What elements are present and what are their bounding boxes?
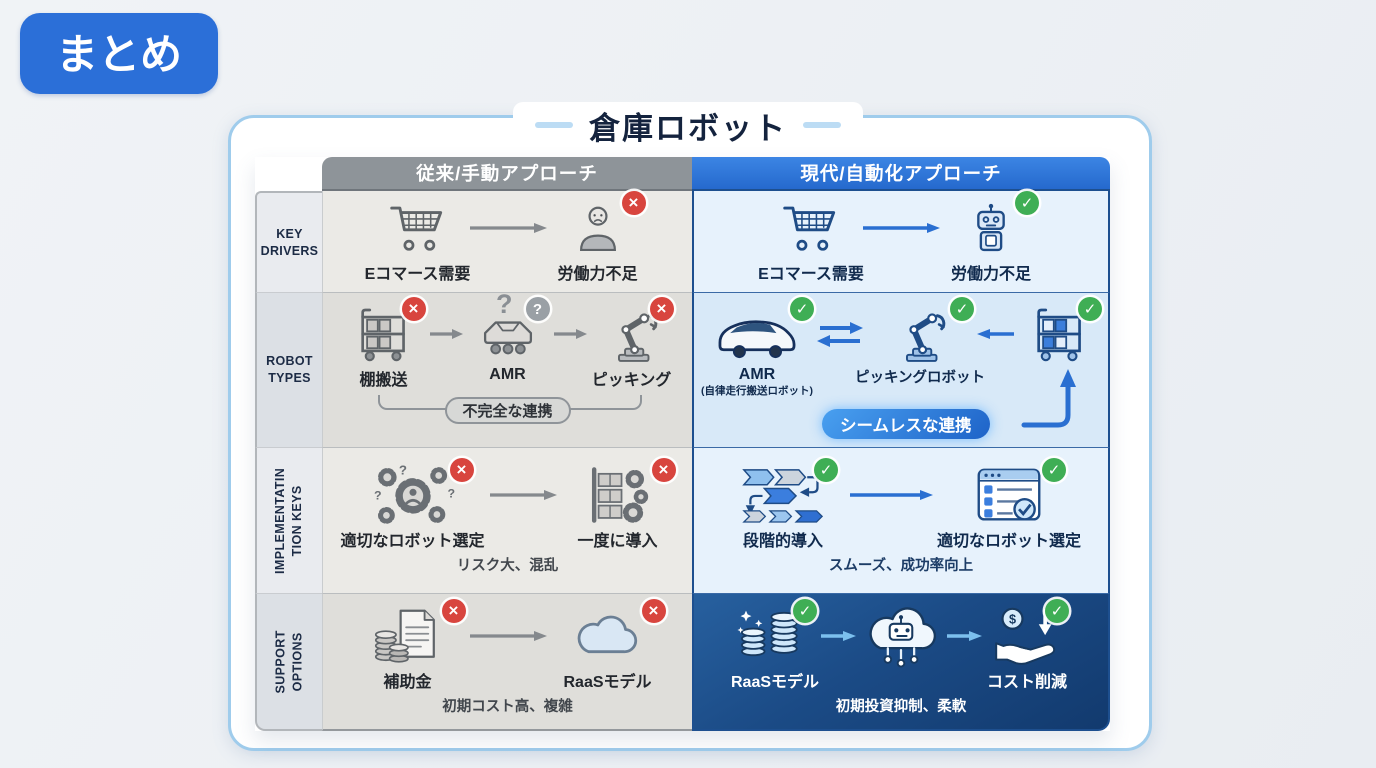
robot-arm-icon: [887, 305, 953, 363]
cost-reduction-item: $ コスト削減: [983, 599, 1071, 692]
picking-robot-item: ピッキングロボット: [855, 297, 985, 387]
worker-icon: [571, 199, 625, 257]
flowchart-icon: [742, 466, 824, 524]
arrow-right-icon: [553, 329, 587, 339]
arrow-right-icon: [469, 223, 547, 233]
svg-text:?: ?: [374, 488, 382, 502]
risk-note: リスク大、混乱: [456, 558, 559, 574]
error-icon: [641, 599, 666, 623]
error-icon: [449, 458, 474, 482]
cloud-icon: [572, 607, 644, 665]
error-icon: [649, 297, 674, 321]
success-icon: [1015, 191, 1039, 215]
arrow-left-icon: [977, 329, 1014, 339]
success-icon: [950, 297, 974, 321]
cell-robot-types-traditional: 棚搬送 ? AMR: [322, 289, 692, 448]
question-mark-icon: ?: [495, 289, 513, 319]
robot-icon: [964, 199, 1018, 257]
success-icon: [1045, 599, 1069, 623]
title-dash-left-icon: [535, 122, 573, 128]
raas-model-item: RaaSモデル: [731, 599, 819, 692]
checklist-icon: [976, 466, 1042, 524]
title-dash-right-icon: [803, 122, 841, 128]
robot-item: 労働力不足: [941, 191, 1041, 284]
incomplete-link-pill: 不完全な連携: [444, 397, 571, 424]
cell-key-drivers-traditional: Eコマース需要 労働力不足: [322, 191, 692, 293]
shopping-cart-icon: [782, 199, 840, 257]
question-icon: [525, 297, 550, 321]
arrow-right-icon: [429, 329, 463, 339]
raas-model-item: RaaSモデル: [548, 599, 668, 692]
amr-item: ? AMR: [464, 289, 552, 384]
cell-support-traditional: 補助金 RaaSモデル 初期コスト高、複雑: [322, 594, 692, 731]
summary-badge-label: まとめ: [56, 31, 183, 78]
seamless-link-pill: シームレスな連携: [822, 409, 990, 439]
svg-text:?: ?: [398, 463, 406, 478]
cell-implementation-traditional: ? ? ? 適切なロボット選定: [322, 448, 692, 594]
arrow-right-icon: [821, 631, 856, 641]
gears-question-icon: ? ? ?: [370, 463, 456, 524]
ecommerce-demand-item: Eコマース需要: [365, 199, 470, 284]
arrow-right-icon: [863, 223, 940, 233]
error-icon: [401, 297, 426, 321]
robot-arm-icon: [599, 305, 665, 363]
subsidy-document-coins-icon: [373, 607, 443, 665]
cell-robot-types-modern: AMR (自律走行搬送ロボット): [692, 293, 1110, 448]
amr-icon: [476, 305, 540, 363]
svg-text:?: ?: [447, 487, 455, 501]
subsidy-item: 補助金: [348, 599, 468, 692]
arrow-right-icon: [469, 631, 547, 641]
robot-selection-item: ? ? ? 適切なロボット選定: [338, 458, 488, 551]
arrow-right-icon: [947, 631, 982, 641]
cloud-robot-icon: [859, 607, 943, 668]
cell-support-modern: RaaSモデル: [692, 594, 1110, 731]
coins-sparkle-icon: [736, 607, 814, 665]
shelf-gears-icon: [583, 466, 653, 524]
error-icon: [651, 458, 676, 482]
incomplete-link-bracket: 不完全な連携: [377, 395, 642, 424]
svg-text:$: $: [1009, 612, 1016, 626]
cloud-robot-item: [857, 607, 945, 668]
cell-key-drivers-modern: Eコマース需要: [692, 191, 1110, 293]
ecommerce-demand-item: Eコマース需要: [758, 199, 864, 284]
arrow-right-icon: [489, 490, 557, 500]
robot-selection-item: 適切なロボット選定: [934, 458, 1084, 551]
smooth-note: スムーズ、成功率向上: [828, 558, 974, 574]
phased-introduction-item: 段階的導入: [718, 458, 848, 551]
summary-badge: まとめ: [20, 13, 219, 94]
success-icon: [1078, 297, 1102, 321]
success-icon: [790, 297, 814, 321]
shelf-cart-icon: [1028, 305, 1092, 363]
shopping-cart-icon: [389, 199, 447, 257]
error-icon: [441, 599, 466, 623]
success-icon: [793, 599, 817, 623]
all-at-once-item: 一度に導入: [558, 458, 678, 551]
success-icon: [1042, 458, 1066, 482]
column-header-traditional: 従来/手動アプローチ: [322, 157, 692, 191]
shelf-cart-icon: [352, 305, 416, 363]
bidirectional-arrow-icon: [817, 322, 863, 347]
elbow-arrow-up-icon: [1021, 369, 1076, 428]
page-title: 倉庫ロボット: [513, 102, 863, 148]
amr-item: AMR (自律走行搬送ロボット): [698, 297, 816, 398]
shelf-transport-item: 棚搬送: [340, 297, 428, 390]
shelf-cart-item: [1016, 297, 1104, 363]
initial-cost-note: 初期コスト高、複雑: [442, 699, 573, 715]
error-icon: [621, 191, 646, 215]
cell-implementation-modern: 段階的導入: [692, 448, 1110, 594]
amr-vehicle-icon: [714, 305, 800, 363]
arrow-right-icon: [850, 490, 933, 500]
picking-item: ピッキング: [588, 297, 676, 390]
hand-coin-icon: $: [988, 607, 1066, 665]
page-title-text: 倉庫ロボット: [589, 110, 787, 146]
success-icon: [814, 458, 838, 482]
labor-shortage-item: 労働力不足: [548, 191, 648, 284]
column-header-modern: 現代/自動化アプローチ: [692, 157, 1110, 191]
flexible-note: 初期投資抑制、柔軟: [835, 699, 967, 715]
